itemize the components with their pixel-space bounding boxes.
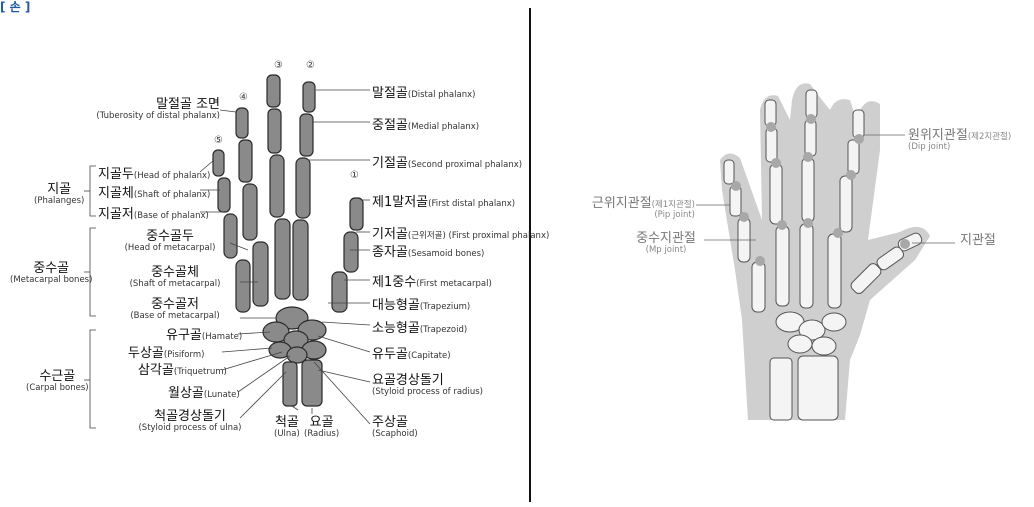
label-shaft-of-phalanx: 지골체(Shaft of phalanx) (98, 184, 210, 201)
label-styloid-radius: 요골경상돌기 (Styloid process of radius) (372, 374, 483, 397)
label-first-proximal-phalanx: 기저골(근위저골) (First proximal phalanx) (372, 225, 549, 242)
label-trapezium: 대능형골(Trapezium) (372, 296, 470, 313)
label-capitate: 유두골(Capitate) (372, 345, 451, 362)
finger-number-5: ⑤ (214, 135, 223, 146)
label-scaphoid: 주상골 (Scaphoid) (372, 416, 418, 439)
label-pisiform: 두상골(Pisiform) (128, 344, 204, 361)
finger-number-3: ③ (274, 60, 283, 71)
label-base-of-phalanx: 지골저(Base of phalanx) (98, 205, 209, 222)
group-phalanges: 지골 (Phalanges) (34, 183, 84, 206)
label-tuberosity: 말절골 조면 (Tuberosity of distal phalanx) (84, 98, 220, 121)
label-styloid-ulna: 척골경상돌기 (Styloid process of ulna) (130, 410, 250, 433)
finger-number-1: ① (350, 170, 359, 181)
group-metacarpal: 중수골 (Metacarpal bones) (10, 262, 92, 285)
label-radius: 요골 (Radius) (304, 416, 339, 439)
label-dip-joint: 원위지관절(제2지관절) (Dip joint) (908, 126, 1011, 152)
label-medial-phalanx: 중절골(Medial phalanx) (372, 116, 479, 133)
label-first-metacarpal: 제1중수(First metacarpal) (372, 273, 492, 290)
label-pip-joint: 근위지관절(제1지관절) (Pip joint) (590, 194, 695, 220)
label-base-of-metacarpal: 중수골저 (Base of metacarpal) (110, 298, 240, 321)
label-head-of-phalanx: 지골두(Head of phalanx) (98, 165, 210, 182)
label-distal-phalanx: 말절골(Distal phalanx) (372, 84, 475, 101)
label-trapezoid: 소능형골(Trapezoid) (372, 319, 467, 336)
label-first-distal-phalanx: 제1말저골(First distal phalanx) (372, 193, 515, 210)
label-head-of-metacarpal: 중수골두 (Head of metacarpal) (110, 230, 230, 253)
hand-joints-illustration (540, 0, 1034, 507)
finger-number-4: ④ (239, 92, 248, 103)
label-lunate: 월상골(Lunate) (168, 384, 240, 401)
label-triquetrum: 삼각골(Triquetrum) (138, 361, 227, 378)
label-mp-joint: 중수지관절 (Mp joint) (630, 232, 702, 255)
label-hamate: 유구골(Hamate) (166, 326, 242, 343)
finger-number-2: ② (306, 60, 315, 71)
label-second-proximal-phalanx: 기절골(Second proximal phalanx) (372, 154, 522, 171)
label-shaft-of-metacarpal: 중수골체 (Shaft of metacarpal) (110, 266, 240, 289)
group-carpal: 수근골 (Carpal bones) (26, 370, 89, 393)
label-thumb-joint: 지관절 (960, 234, 996, 248)
label-ulna: 척골 (Ulna) (274, 416, 300, 439)
label-sesamoid: 종자골(Sesamoid bones) (372, 243, 484, 260)
